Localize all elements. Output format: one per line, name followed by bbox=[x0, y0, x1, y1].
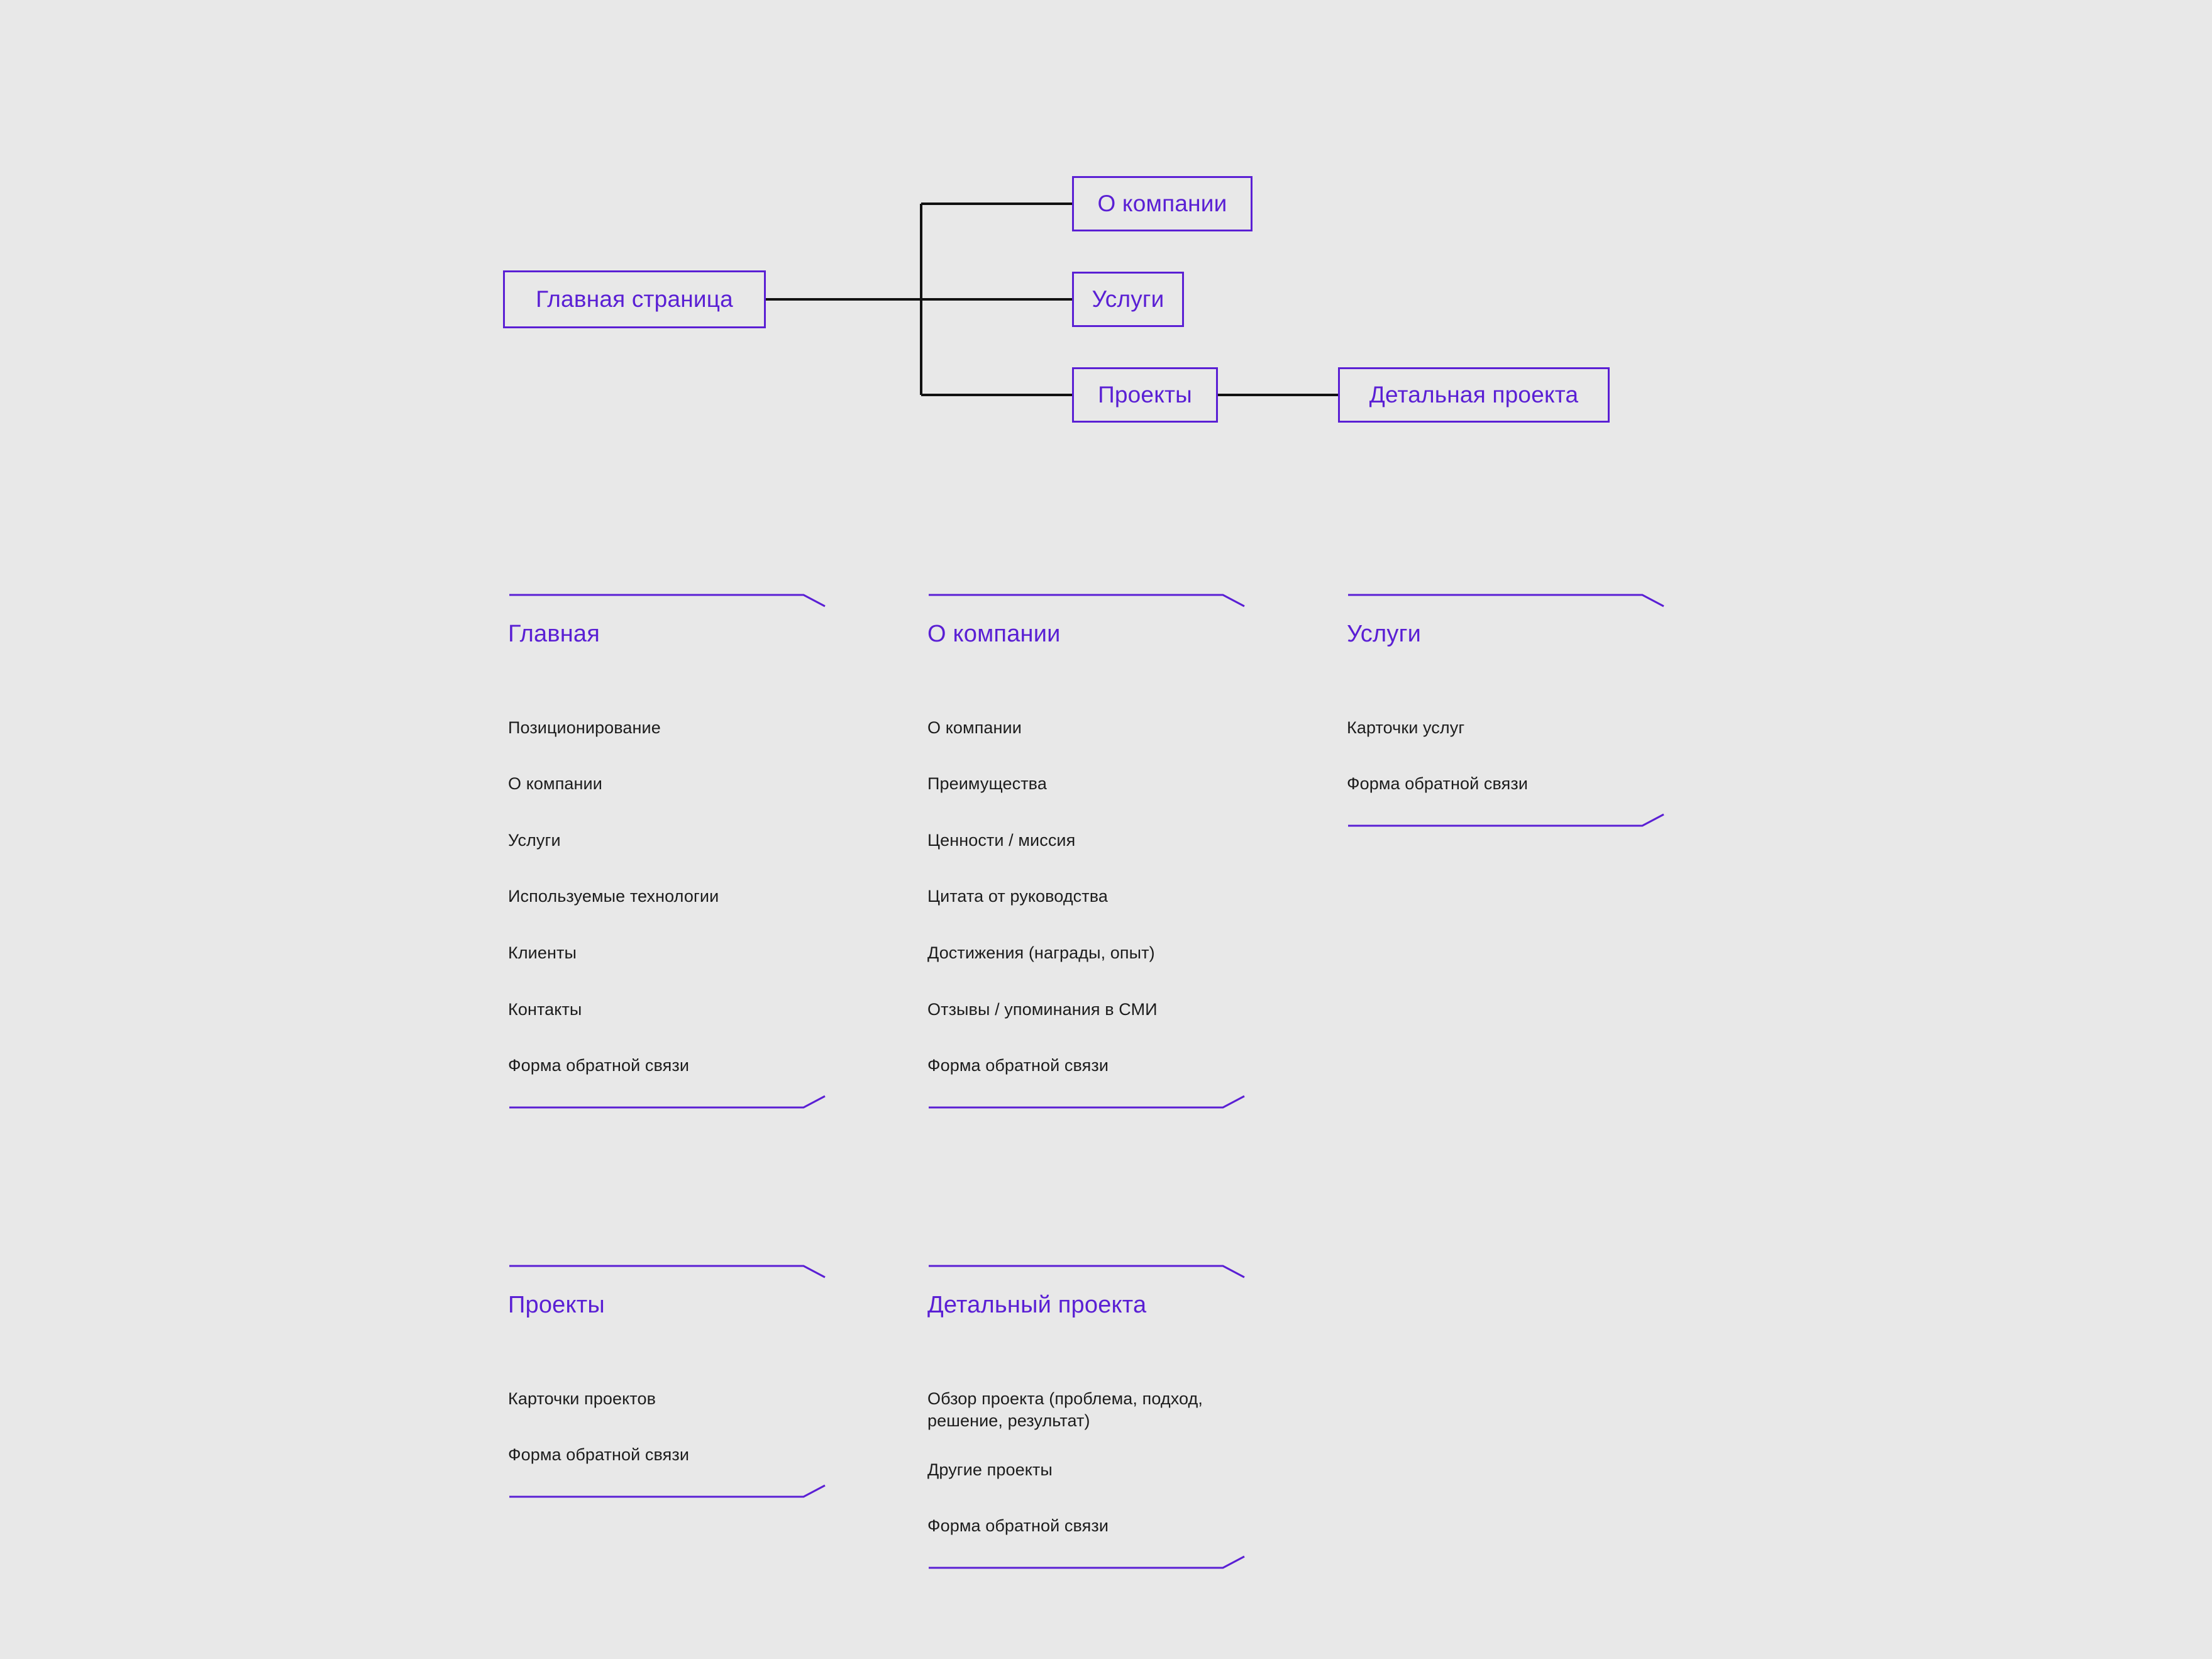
rule-bottom-icon bbox=[1348, 813, 1664, 827]
rule-top-icon bbox=[929, 594, 1245, 608]
card-list-item[interactable]: Другие проекты bbox=[927, 1460, 1053, 1479]
tree-connector-lines bbox=[766, 203, 1338, 396]
rule-bottom-icon bbox=[509, 1484, 826, 1498]
card-list-item[interactable]: Форма обратной связи bbox=[927, 1516, 1109, 1536]
card-list-item[interactable]: Используемые технологии bbox=[508, 887, 719, 906]
card-row: Главная Позиционирование О компании Услу… bbox=[508, 591, 1766, 1111]
card-list-item[interactable]: Форма обратной связи bbox=[508, 1445, 690, 1465]
tree-node-about[interactable]: О компании bbox=[1072, 176, 1253, 231]
site-structure-diagram: Главная страница О компании Услуги Проек… bbox=[0, 0, 2212, 478]
tree-node-project-detail[interactable]: Детальная проекта bbox=[1338, 367, 1610, 423]
section-card-projects: Проекты Карточки проектов Форма обратной… bbox=[508, 1262, 848, 1572]
section-card-project-detail: Детальный проекта Обзор проекта (проблем… bbox=[927, 1262, 1267, 1572]
rule-bottom-icon bbox=[929, 1095, 1245, 1109]
section-card-home: Главная Позиционирование О компании Услу… bbox=[508, 591, 848, 1111]
card-title: Услуги bbox=[1347, 621, 1422, 647]
card-list-item[interactable]: Ценности / миссия bbox=[927, 830, 1076, 850]
card-list-item[interactable]: Позиционирование bbox=[508, 718, 661, 737]
rule-top-icon bbox=[1348, 594, 1664, 608]
page-sections-grid: Главная Позиционирование О компании Услу… bbox=[508, 591, 1766, 1572]
card-list-item[interactable]: О компании bbox=[508, 774, 602, 794]
card-row: Проекты Карточки проектов Форма обратной… bbox=[508, 1262, 1766, 1572]
card-list-item[interactable]: Форма обратной связи bbox=[508, 1056, 690, 1075]
card-item-list: О компании Преимущества Ценности / мисси… bbox=[927, 717, 1267, 1077]
tree-node-services[interactable]: Услуги bbox=[1072, 272, 1184, 327]
card-item-list: Позиционирование О компании Услуги Испол… bbox=[508, 717, 848, 1077]
section-card-services: Услуги Карточки услуг Форма обратной свя… bbox=[1347, 591, 1686, 1111]
card-list-item[interactable]: Обзор проекта (проблема, подход, решение… bbox=[927, 1389, 1203, 1431]
card-list-item[interactable]: Услуги bbox=[508, 830, 561, 850]
rule-top-icon bbox=[929, 1265, 1245, 1279]
card-list-item[interactable]: Отзывы / упоминания в СМИ bbox=[927, 999, 1158, 1019]
card-list-item[interactable]: О компании bbox=[927, 718, 1022, 737]
tree-node-projects[interactable]: Проекты bbox=[1072, 367, 1218, 423]
card-item-list: Обзор проекта (проблема, подход, решение… bbox=[927, 1388, 1267, 1538]
card-list-item[interactable]: Форма обратной связи bbox=[927, 1056, 1109, 1075]
card-list-item[interactable]: Форма обратной связи bbox=[1347, 774, 1529, 794]
card-item-list: Карточки проектов Форма обратной связи bbox=[508, 1388, 848, 1467]
card-title: Детальный проекта bbox=[927, 1291, 1147, 1318]
card-list-item[interactable]: Контакты bbox=[508, 999, 582, 1019]
card-list-item[interactable]: Клиенты bbox=[508, 943, 577, 963]
card-title: О компании bbox=[927, 621, 1061, 647]
section-card-about: О компании О компании Преимущества Ценно… bbox=[927, 591, 1267, 1111]
rule-top-icon bbox=[509, 594, 826, 608]
card-title: Проекты bbox=[508, 1291, 605, 1318]
card-list-item[interactable]: Цитата от руководства bbox=[927, 887, 1108, 906]
rule-bottom-icon bbox=[929, 1555, 1245, 1569]
rule-bottom-icon bbox=[509, 1095, 826, 1109]
card-list-item[interactable]: Преимущества bbox=[927, 774, 1047, 794]
card-item-list: Карточки услуг Форма обратной связи bbox=[1347, 717, 1686, 796]
card-list-item[interactable]: Карточки услуг bbox=[1347, 718, 1465, 737]
card-list-item[interactable]: Достижения (награды, опыт) bbox=[927, 943, 1155, 963]
rule-top-icon bbox=[509, 1265, 826, 1279]
card-list-item[interactable]: Карточки проектов bbox=[508, 1389, 656, 1408]
tree-node-home[interactable]: Главная страница bbox=[503, 270, 766, 328]
card-title: Главная bbox=[508, 621, 600, 647]
